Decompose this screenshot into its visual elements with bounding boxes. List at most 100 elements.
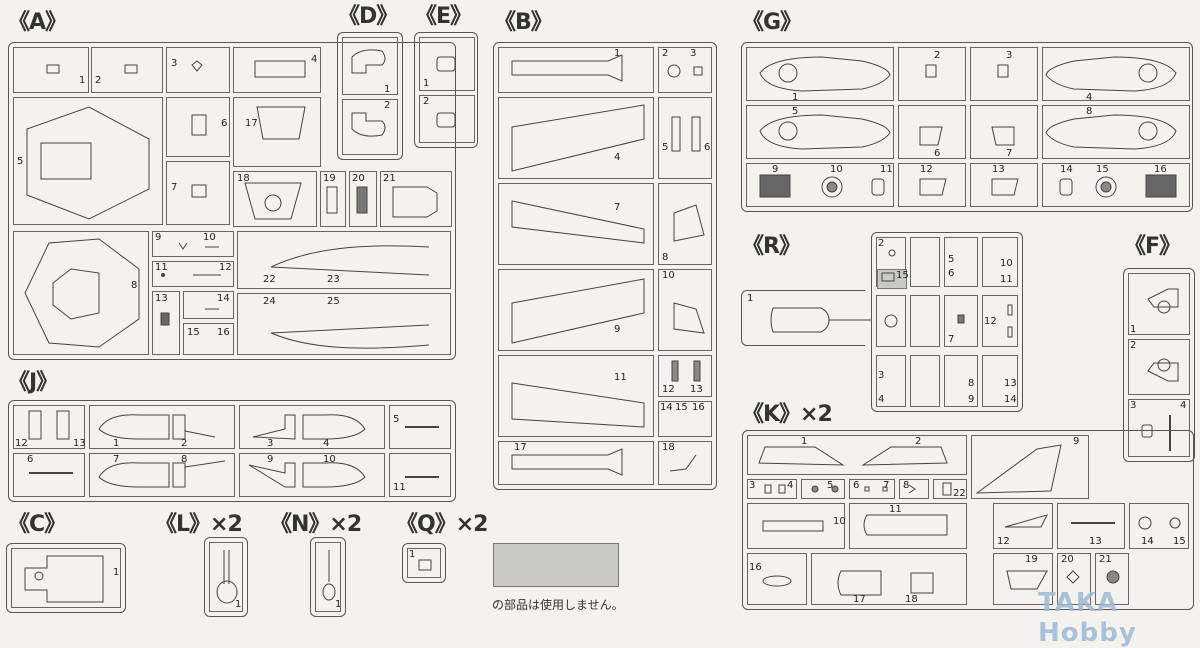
sprue-a-cell-3	[166, 47, 230, 93]
part-a7	[191, 184, 207, 198]
part-g14	[1059, 178, 1073, 196]
sprue-r-cell-13-14	[982, 355, 1018, 407]
part-number: 1	[113, 438, 120, 449]
sprue-a-cell-20	[349, 171, 377, 227]
part-number: 18	[662, 442, 675, 453]
sprue-j-cell-12-13	[13, 405, 85, 449]
watermark-logo: TAKA Hobby	[1038, 588, 1137, 648]
part-e1	[436, 56, 456, 72]
part-number: 7	[948, 334, 955, 345]
sprue-j-label: 《J》	[8, 370, 58, 395]
sprue-r-cell-8-9	[944, 355, 978, 407]
part-number: 24	[263, 296, 276, 307]
part-number: 8	[1086, 106, 1093, 117]
sprue-f-cell-3-4	[1128, 399, 1190, 457]
sprue-c-label: 《C》	[8, 512, 66, 537]
part-number: 22	[263, 274, 276, 285]
part-number: 18	[237, 173, 250, 184]
part-number: 1	[423, 78, 430, 89]
part-b18	[669, 454, 697, 472]
sprue-k-frame: 1 2 9 3 4 5 6 7 8 22 10 11 12 13 14 15 1…	[742, 430, 1194, 610]
sprue-a-cell-8	[13, 231, 149, 355]
sprue-c-parts-drawing	[24, 555, 104, 603]
sprue-g-cell-7	[970, 105, 1038, 159]
part-number: 3	[1130, 400, 1137, 411]
part-number: 7	[171, 182, 178, 193]
sprue-r-cell-empty2	[910, 355, 940, 407]
part-g12	[919, 178, 947, 196]
sprue-r-label: 《R》	[742, 234, 801, 259]
part-number: 11	[155, 262, 168, 273]
part-number: 21	[383, 173, 396, 184]
part-g1	[759, 56, 891, 92]
sprue-b-cell-10	[658, 269, 712, 351]
part-number: 17	[245, 118, 258, 129]
sprue-f-parts-drawing	[1141, 288, 1179, 451]
part-number: 11	[880, 164, 893, 175]
part-number: 12	[984, 316, 997, 327]
part-number: 9	[772, 164, 779, 175]
unused-parts-note: の部品は使用しません。	[492, 598, 624, 612]
sprue-q-frame: 1	[402, 543, 446, 583]
part-number: 1	[614, 48, 621, 59]
part-b5	[671, 116, 681, 152]
part-a22	[270, 245, 430, 268]
sprue-a-cell-5	[13, 97, 163, 225]
part-number: 19	[1025, 554, 1038, 565]
part-number: 3	[1006, 50, 1013, 61]
part-b11	[511, 382, 645, 428]
part-number: 6	[704, 142, 711, 153]
part-number: 11	[614, 372, 627, 383]
part-number: 18	[905, 594, 918, 605]
part-e2	[436, 112, 456, 128]
part-number: 10	[662, 270, 675, 281]
part-number: 14	[1141, 536, 1154, 547]
part-number: 10	[833, 516, 846, 527]
part-number: 10	[203, 232, 216, 243]
part-number: 8	[968, 378, 975, 389]
sprue-b-parts-drawing	[511, 54, 705, 476]
sprue-a-cell-4	[233, 47, 321, 93]
sprue-j-cell-1-2	[89, 405, 235, 449]
part-k22	[942, 482, 952, 496]
part-g10	[821, 176, 843, 198]
part-g2	[925, 64, 937, 78]
sprue-c-cell-1	[11, 548, 121, 608]
sprue-b-cell-5-6	[658, 97, 712, 179]
sprue-a-cell-9-10	[152, 231, 234, 257]
part-f1	[1147, 288, 1179, 308]
sprue-g-cell-4	[1042, 47, 1190, 101]
part-number: 4	[323, 438, 330, 449]
sprue-d-cell-2	[342, 99, 398, 155]
part-r7	[957, 314, 965, 324]
part-k5a	[811, 485, 819, 493]
sprue-n-frame: 1	[310, 537, 346, 617]
part-f2	[1147, 362, 1179, 382]
part-number: 9	[267, 454, 274, 465]
part-number: 11	[1000, 274, 1013, 285]
part-number: 2	[384, 100, 391, 111]
part-g13	[991, 178, 1019, 196]
part-g3	[997, 64, 1009, 78]
sprue-b-cell-2-3	[658, 47, 712, 93]
sprue-k-cell-20	[1057, 553, 1091, 605]
part-a11	[161, 273, 165, 277]
sprue-c-frame: 1	[6, 543, 126, 613]
part-number: 15	[1096, 164, 1109, 175]
part-r1-canopy	[770, 307, 871, 333]
part-number: 13	[73, 438, 86, 449]
sprue-a-cell-17	[233, 97, 321, 167]
sprue-r-cell-empty	[910, 295, 940, 347]
sprue-g-cell-9-11	[746, 163, 894, 207]
part-number: 1	[113, 567, 120, 578]
sprue-k-label: 《K》×2	[742, 402, 833, 427]
part-number: 16	[692, 402, 705, 413]
part-k12	[1004, 514, 1048, 528]
part-b6	[691, 116, 701, 152]
part-number: 10	[1000, 258, 1013, 269]
part-b9	[511, 278, 645, 344]
sprue-g-cell-12	[898, 163, 966, 207]
part-a24	[270, 332, 430, 349]
part-number: 13	[992, 164, 1005, 175]
part-k8	[908, 484, 916, 494]
